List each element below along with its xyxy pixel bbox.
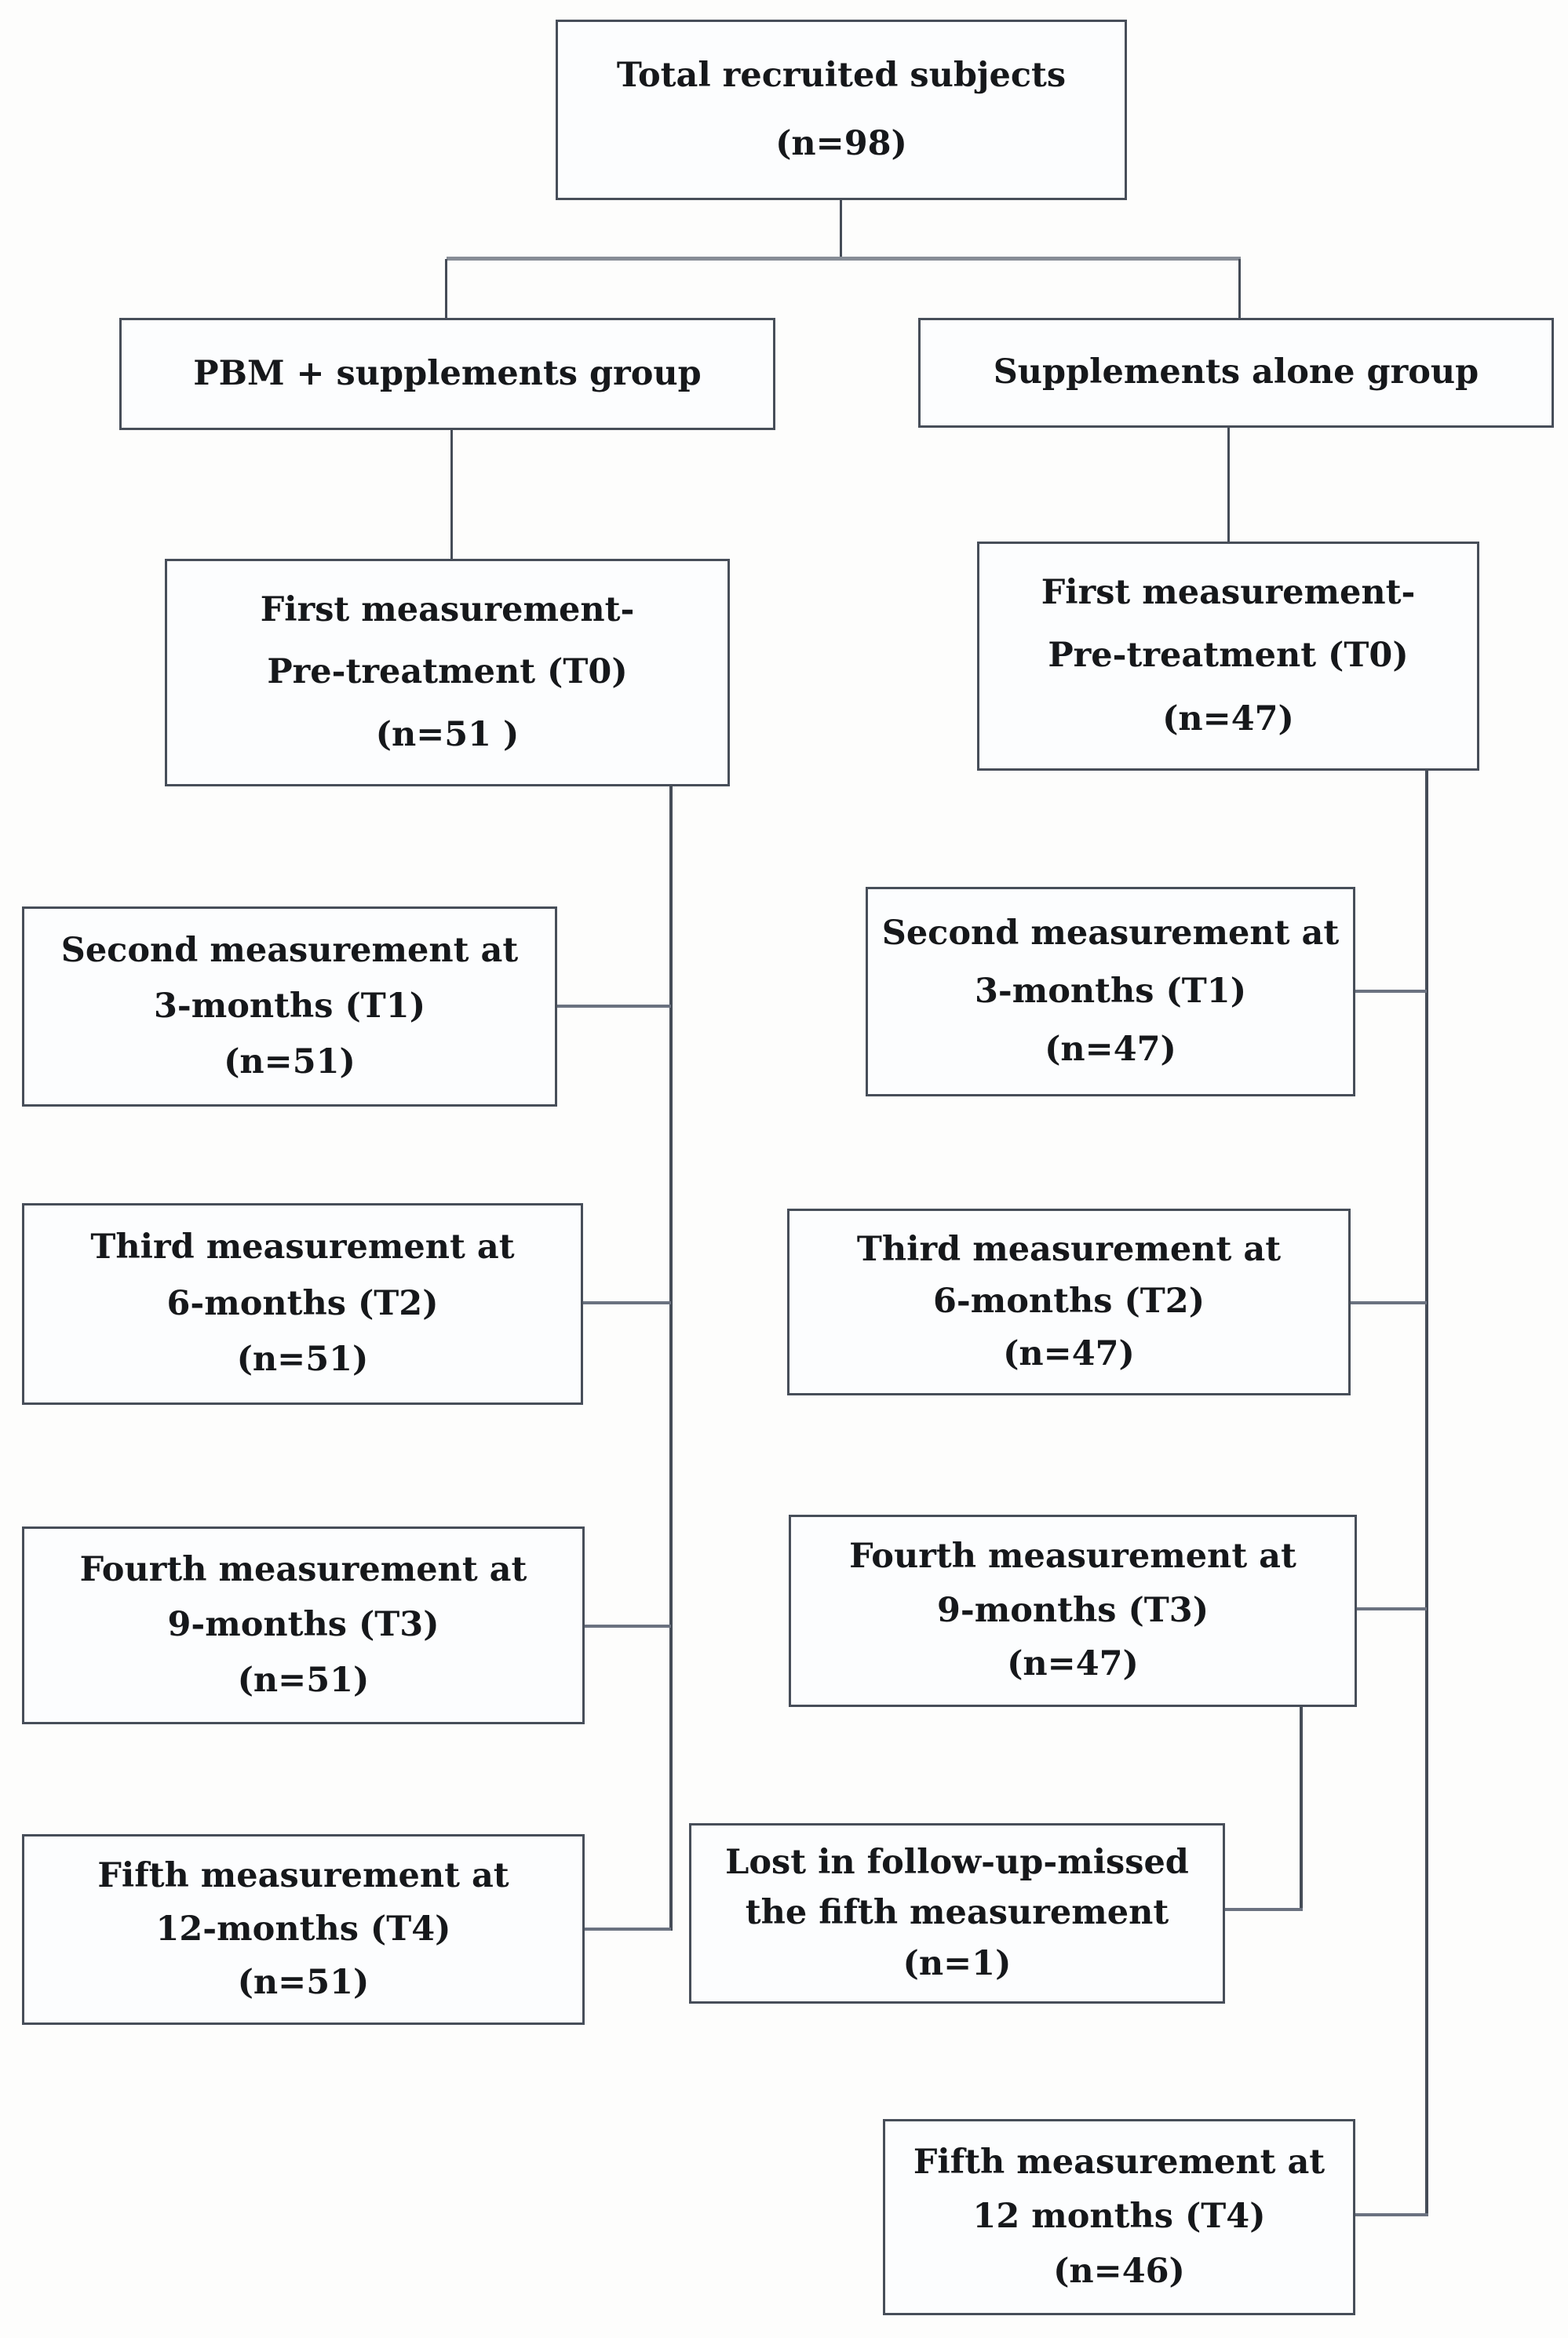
node-text: Lost in follow-up-missed (725, 1842, 1189, 1882)
node-text: Pre-treatment (T0) (267, 652, 628, 692)
edge-right-spine (1425, 771, 1428, 2216)
node-text: 9-months (T3) (936, 1590, 1209, 1630)
node-text: Second measurement at (60, 930, 519, 970)
edge-stub-supp-t3 (1357, 1607, 1427, 1610)
node-text: 6-months (T2) (166, 1283, 439, 1323)
node-text: Fourth measurement at (849, 1537, 1296, 1577)
node-text: 9-months (T3) (167, 1605, 439, 1645)
node-text: Third measurement at (90, 1227, 515, 1267)
edge-branch-splitter (447, 257, 1241, 261)
node-text: 12 months (T4) (972, 2197, 1266, 2237)
node-text: Fifth measurement at (913, 2142, 1326, 2182)
node-text: Fourth measurement at (79, 1550, 527, 1590)
node-lost-followup: Lost in follow-up-missed the fifth measu… (689, 1823, 1225, 2004)
edge-stub-supp-t1 (1355, 990, 1427, 993)
edge-stub-pbm-t4 (585, 1928, 671, 1931)
edge-stub-pbm-t3 (585, 1625, 671, 1628)
node-supp-t3: Fourth measurement at 9-months (T3) (n=4… (789, 1515, 1357, 1707)
node-text: 12-months (T4) (155, 1909, 451, 1949)
node-text: the fifth measurement (745, 1893, 1169, 1933)
node-text: First measurement- (260, 589, 635, 629)
node-count: (n=46) (1053, 2252, 1185, 2292)
edge-elbow-supp-t4 (1355, 2213, 1428, 2216)
node-count: (n=1) (903, 1944, 1012, 1984)
node-text: 3-months (T1) (974, 971, 1247, 1011)
node-count: (n=51) (224, 1041, 356, 1081)
edge-stem-group-pbm (445, 259, 447, 318)
node-pbm-t4: Fifth measurement at 12-months (T4) (n=5… (22, 1834, 585, 2025)
edge-group-supp-to-t0 (1227, 428, 1230, 542)
node-count: (n=51) (237, 1660, 370, 1700)
node-supp-t4: Fifth measurement at 12 months (T4) (n=4… (883, 2119, 1355, 2315)
node-pbm-t2: Third measurement at 6-months (T2) (n=51… (22, 1203, 583, 1405)
node-count: (n=51 ) (375, 715, 520, 755)
edge-total-stem (840, 200, 842, 260)
node-supp-t0: First measurement- Pre-treatment (T0) (n… (977, 542, 1479, 771)
node-pbm-t1: Second measurement at 3-months (T1) (n=5… (22, 906, 557, 1107)
edge-stub-pbm-t1 (557, 1005, 671, 1008)
edge-link-lost (1225, 1908, 1303, 1911)
edge-supp-t3-drop (1300, 1707, 1303, 1911)
node-count: (n=47) (1045, 1029, 1176, 1069)
edge-stub-supp-t2 (1351, 1301, 1427, 1304)
edge-stem-group-supplements (1238, 259, 1241, 318)
edge-stub-pbm-t2 (583, 1301, 671, 1304)
node-text: Fifth measurement at (97, 1855, 509, 1895)
node-group-supplements: Supplements alone group (918, 318, 1554, 428)
node-text: Supplements alone group (993, 352, 1479, 392)
node-text: Pre-treatment (T0) (1048, 636, 1409, 676)
node-supp-t1: Second measurement at 3-months (T1) (n=4… (866, 887, 1355, 1096)
node-total-recruited: Total recruited subjects (n=98) (556, 20, 1127, 200)
node-count: (n=98) (775, 123, 907, 163)
edge-group-pbm-to-t0 (450, 430, 453, 559)
node-text: Third measurement at (856, 1229, 1282, 1269)
node-text: 6-months (T2) (932, 1282, 1205, 1322)
node-group-pbm: PBM + supplements group (119, 318, 775, 430)
node-text: PBM + supplements group (193, 353, 702, 393)
node-supp-t2: Third measurement at 6-months (T2) (n=47… (787, 1209, 1351, 1395)
node-text: First measurement- (1041, 573, 1416, 613)
node-text: Second measurement at (881, 913, 1340, 953)
edge-left-spine (669, 786, 673, 1931)
node-count: (n=47) (1003, 1334, 1135, 1374)
node-count: (n=47) (1007, 1644, 1139, 1684)
node-pbm-t0: First measurement- Pre-treatment (T0) (n… (165, 559, 730, 786)
node-text: 3-months (T1) (153, 986, 426, 1026)
node-count: (n=51) (237, 1962, 370, 2002)
node-text: Total recruited subjects (616, 56, 1067, 96)
node-count: (n=51) (236, 1340, 369, 1380)
node-count: (n=47) (1162, 698, 1294, 739)
node-pbm-t3: Fourth measurement at 9-months (T3) (n=5… (22, 1526, 585, 1724)
